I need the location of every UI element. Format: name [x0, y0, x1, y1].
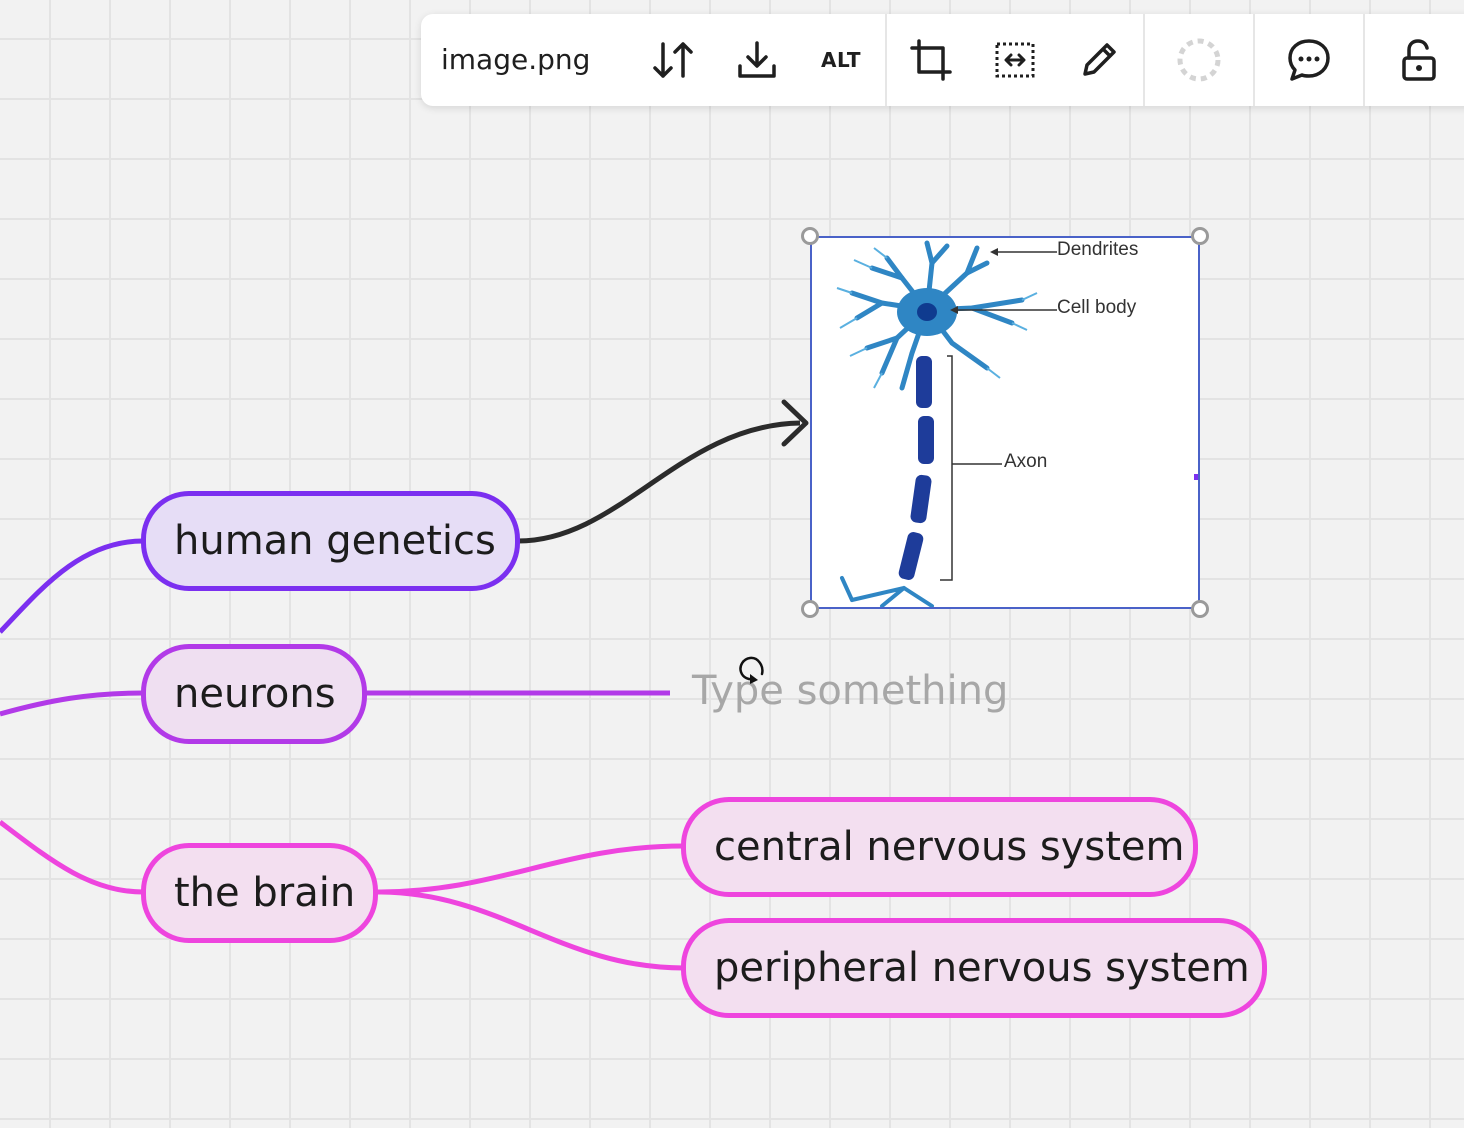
branch-line-the-brain	[0, 820, 144, 895]
arrow-connector[interactable]	[517, 420, 801, 544]
node-neurons[interactable]: neurons	[141, 644, 367, 744]
node-label: the brain	[174, 870, 356, 916]
arrow-head-icon	[781, 399, 809, 447]
image-toolbar: image.png ALT	[421, 14, 1464, 106]
label-cell-body: Cell body	[1057, 297, 1137, 318]
unlock-icon	[1402, 39, 1436, 81]
node-label: central nervous system	[714, 824, 1185, 870]
swap-vertical-button[interactable]	[647, 34, 699, 86]
pencil-icon	[1083, 43, 1116, 76]
node-peripheral-nervous-system[interactable]: peripheral nervous system	[681, 918, 1267, 1018]
branch-line-human-genetics	[0, 538, 144, 634]
loading-button	[1173, 34, 1225, 86]
alt-text-icon: ALT	[820, 48, 862, 72]
alt-text-button[interactable]: ALT	[815, 34, 867, 86]
toolbar-divider	[1363, 14, 1365, 106]
file-name: image.png	[441, 43, 591, 76]
node-the-brain[interactable]: the brain	[141, 843, 378, 943]
toolbar-divider	[1143, 14, 1145, 106]
resize-handle-top-right[interactable]	[1191, 227, 1209, 245]
crop-button[interactable]	[905, 34, 957, 86]
comment-button[interactable]	[1283, 34, 1335, 86]
toolbar-divider	[885, 14, 887, 106]
connector-brain-peripheral	[377, 889, 685, 971]
download-icon	[738, 41, 776, 78]
connector-brain-central	[377, 843, 685, 895]
swap-vertical-icon	[653, 42, 693, 78]
fit-width-button[interactable]	[989, 34, 1041, 86]
neuron-image[interactable]: Dendrites Cell body Axon	[810, 236, 1200, 609]
node-central-nervous-system[interactable]: central nervous system	[681, 797, 1198, 897]
lock-button[interactable]	[1393, 34, 1445, 86]
loading-spinner-icon	[1177, 38, 1221, 82]
comment-icon	[1288, 39, 1330, 81]
resize-handle-bottom-left[interactable]	[801, 600, 819, 618]
edit-button[interactable]	[1073, 34, 1125, 86]
fit-width-icon	[995, 42, 1035, 78]
node-label: human genetics	[174, 518, 496, 564]
label-axon: Axon	[1004, 451, 1048, 472]
node-human-genetics[interactable]: human genetics	[141, 491, 520, 591]
download-button[interactable]	[731, 34, 783, 86]
node-label: neurons	[174, 671, 336, 717]
resize-handle-top-left[interactable]	[801, 227, 819, 245]
branch-line-neurons	[0, 690, 144, 717]
neuron-diagram	[836, 240, 1198, 607]
node-label: peripheral nervous system	[714, 945, 1250, 991]
crop-icon	[910, 39, 952, 81]
toolbar-divider	[1253, 14, 1255, 106]
resize-handle-bottom-right[interactable]	[1191, 600, 1209, 618]
rotate-cursor-icon	[739, 656, 764, 684]
label-dendrites: Dendrites	[1057, 239, 1139, 260]
